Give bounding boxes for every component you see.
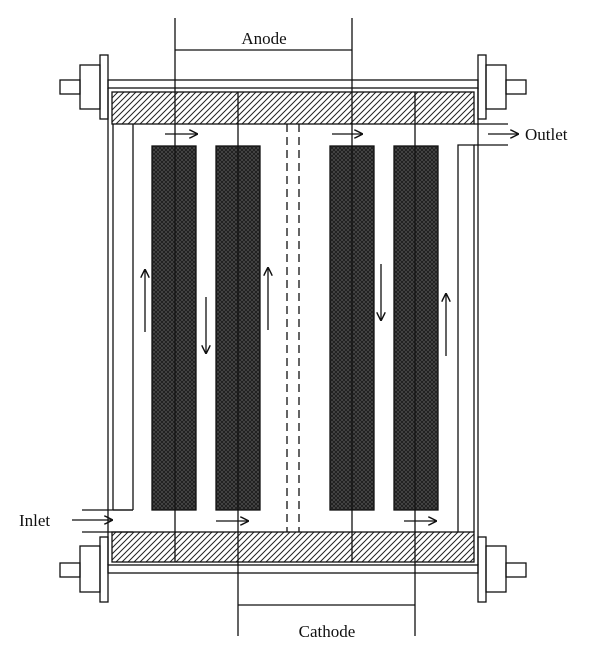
cathode-leads bbox=[237, 92, 416, 636]
inlet-label: Inlet bbox=[19, 511, 50, 530]
electrode-plate-1 bbox=[151, 145, 197, 511]
top-manifold-block bbox=[111, 91, 475, 125]
bottom-left-bolt bbox=[59, 536, 109, 603]
top-end-plate bbox=[107, 79, 479, 89]
right-channel-wall bbox=[457, 144, 475, 532]
anode-leads bbox=[174, 18, 353, 562]
bottom-right-bolt bbox=[477, 536, 527, 603]
electrode-plate-4 bbox=[393, 145, 439, 511]
cathode-label: Cathode bbox=[299, 622, 356, 641]
membrane bbox=[286, 124, 300, 532]
bottom-end-plate bbox=[107, 564, 479, 574]
anode-label: Anode bbox=[241, 29, 286, 48]
outlet-label: Outlet bbox=[525, 125, 568, 144]
top-right-bolt bbox=[477, 54, 527, 120]
top-left-bolt bbox=[59, 54, 109, 120]
flow-arrows bbox=[72, 134, 518, 521]
bottom-manifold-block bbox=[111, 531, 475, 563]
